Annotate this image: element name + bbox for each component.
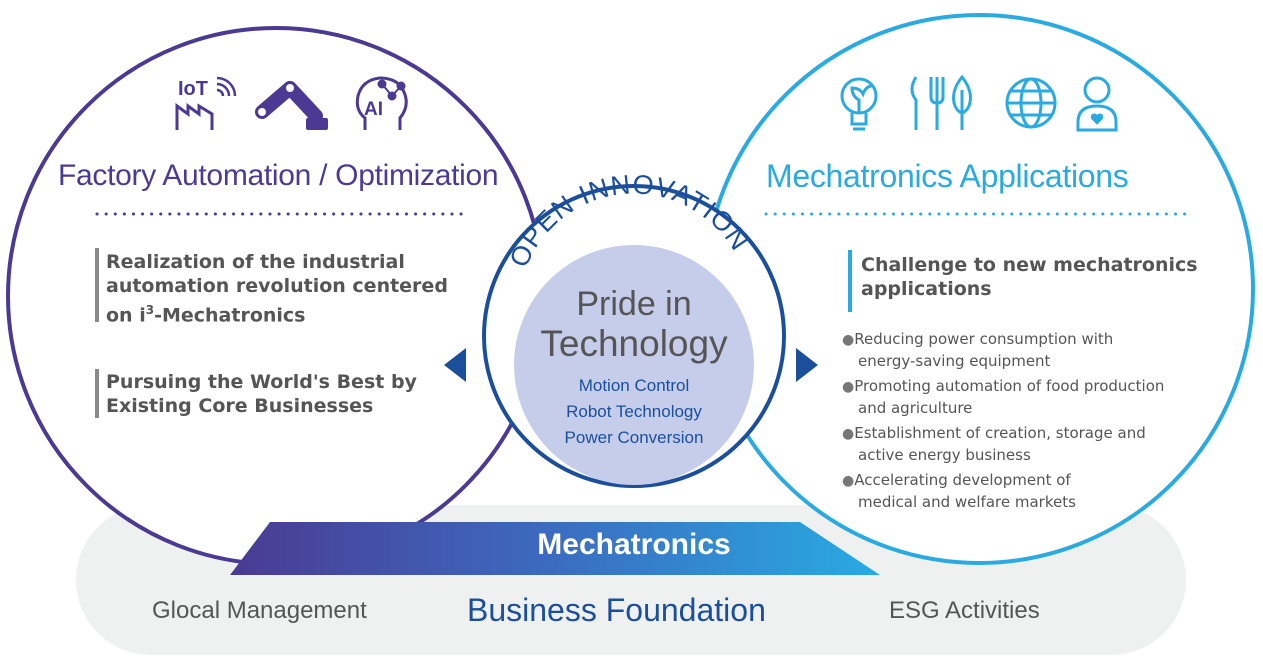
right-heading-bar <box>848 250 852 312</box>
bullet-mark: ● <box>842 426 855 442</box>
left-item1-bar <box>95 248 99 322</box>
left-item2-line2: Existing Core Businesses <box>106 395 374 417</box>
right-heading: Challenge to new mechatronics applicatio… <box>861 253 1221 301</box>
left-item2: Pursuing the World's Best by Existing Co… <box>106 370 466 418</box>
right-bullet-line2: and agriculture <box>858 399 973 417</box>
foundation-left-label: Glocal Management <box>152 597 367 624</box>
bullet-mark: ● <box>842 473 855 489</box>
tech-item: Robot Technology <box>566 402 702 421</box>
right-bullet-line2: energy-saving equipment <box>858 352 1051 370</box>
left-item1: Realization of the industrial automation… <box>106 250 466 327</box>
right-bullet-line1: Promoting automation of food production <box>854 377 1165 395</box>
mechatronics-band <box>230 522 880 575</box>
right-bullet-line2: medical and welfare markets <box>858 493 1076 511</box>
right-bullet: ●Reducing power consumption with energy-… <box>842 329 1182 372</box>
tech-item: Motion Control <box>578 376 690 395</box>
right-bullet: ●Establishment of creation, storage and … <box>842 423 1182 466</box>
right-bullet-line1: Accelerating development of <box>854 471 1071 489</box>
globe-icon <box>1005 77 1057 129</box>
right-bullet: ●Accelerating development of medical and… <box>842 470 1182 513</box>
right-arrow <box>796 348 818 382</box>
fork-spoon-leaf-icon <box>910 74 972 130</box>
right-bullet-line1: Establishment of creation, storage and <box>854 424 1146 442</box>
right-bullet-line2: active energy business <box>858 446 1031 464</box>
iot-factory-icon: IoT <box>175 76 237 130</box>
right-title: Mechatronics Applications <box>766 158 1129 194</box>
right-heading-line2: applications <box>861 278 992 300</box>
ai-head-icon: AI <box>355 76 408 130</box>
center-title-line1: Pride in <box>576 285 692 323</box>
bullet-mark: ● <box>842 379 855 395</box>
left-title: Factory Automation / Optimization <box>58 159 499 192</box>
center-title-line2: Technology <box>540 323 728 364</box>
center-inner-disk <box>514 245 754 485</box>
center-title: Pride in Technology <box>514 284 754 364</box>
left-arrow <box>444 348 466 382</box>
tech-item: Power Conversion <box>564 428 704 447</box>
mechatronics-label: Mechatronics <box>537 528 731 561</box>
right-bullet-line1: Reducing power consumption with <box>854 330 1114 348</box>
svg-text:AI: AI <box>364 99 383 120</box>
center-tech-list: Motion Control Robot Technology Power Co… <box>514 373 754 451</box>
left-item2-bar <box>95 369 99 418</box>
bullet-mark: ● <box>842 332 855 348</box>
svg-text:IoT: IoT <box>178 78 208 100</box>
robot-arm-icon <box>255 81 328 130</box>
left-item1-line2: automation revolution centered <box>106 275 448 297</box>
left-item1-line1: Realization of the industrial <box>106 251 405 273</box>
lightbulb-leaf-icon <box>840 77 878 131</box>
left-item2-line1: Pursuing the World's Best by <box>106 371 417 393</box>
left-item1-line3: on i3-Mechatronics <box>106 303 306 327</box>
foundation-center-label: Business Foundation <box>467 592 766 628</box>
person-heart-icon <box>1076 76 1118 132</box>
right-bullet: ●Promoting automation of food production… <box>842 376 1182 419</box>
foundation-right-label: ESG Activities <box>889 597 1040 624</box>
right-heading-line1: Challenge to new mechatronics <box>861 254 1198 276</box>
